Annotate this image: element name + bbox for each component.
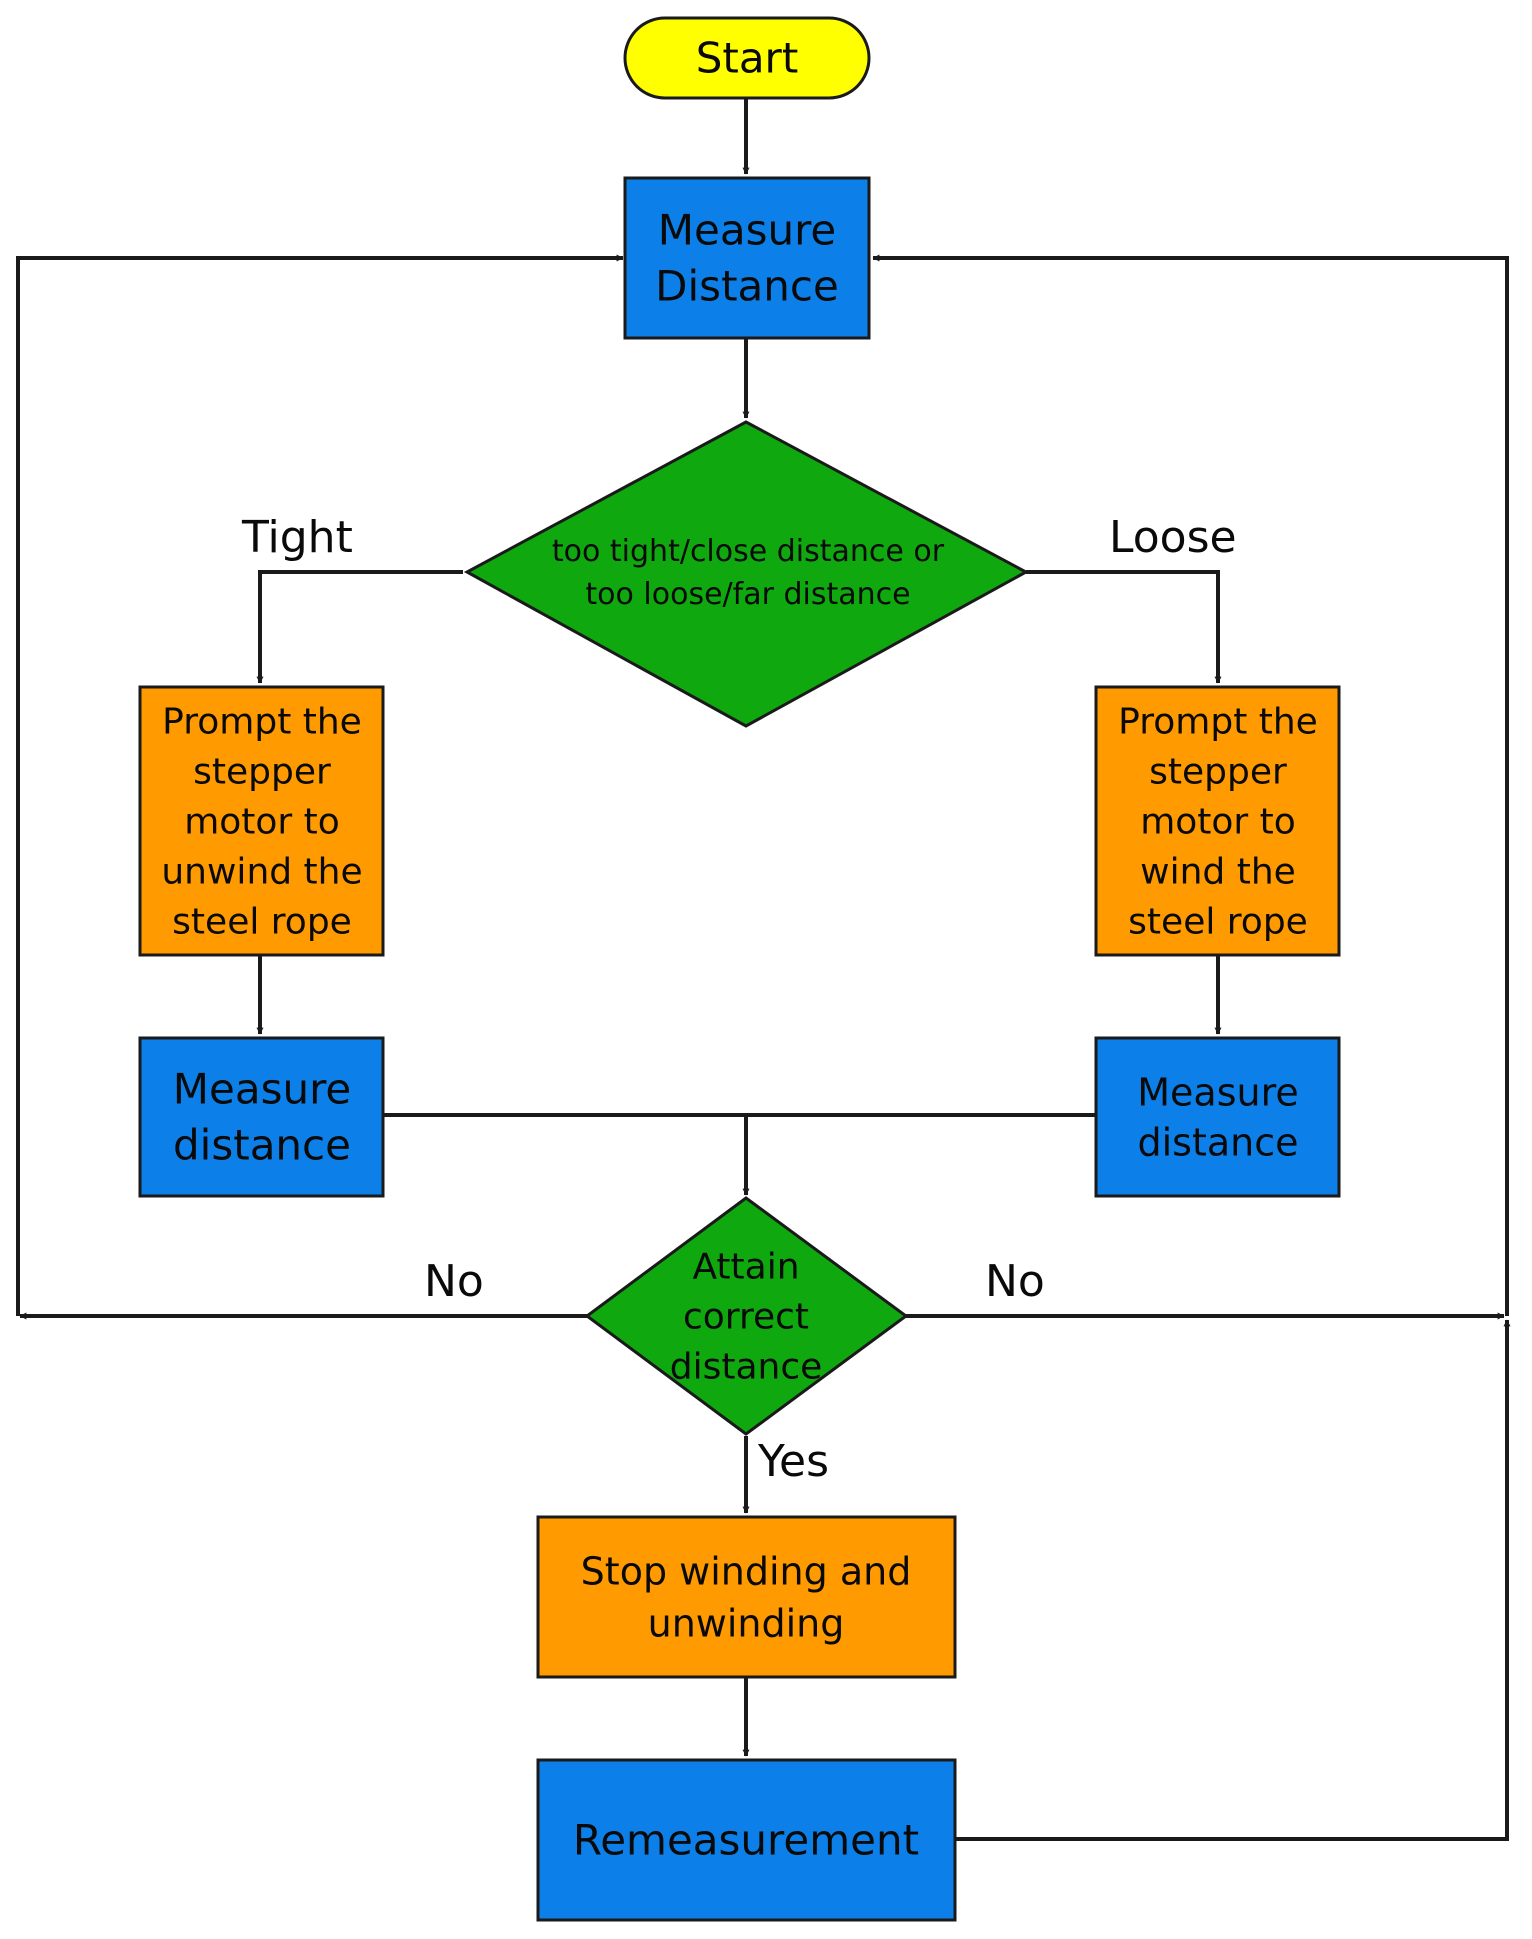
label-line: steel rope — [1128, 902, 1308, 943]
prompt-wind-label: Prompt the stepper motor to wind the steel r… — [1118, 702, 1318, 943]
prompt-unwind-box — [138, 685, 385, 957]
start-label: Start — [696, 34, 799, 83]
label-line: Attain — [692, 1247, 799, 1288]
tight-label: Tight — [241, 512, 353, 563]
edge-loose-branch — [1026, 570, 1222, 684]
measure-left-label: Measure distance — [173, 1065, 352, 1170]
correct-decision-diamond — [584, 1196, 909, 1436]
label-line: wind the — [1140, 852, 1296, 893]
remeasurement-label: Remeasurement — [573, 1816, 919, 1865]
label-line: too tight/close distance or — [552, 534, 945, 569]
label-line: Distance — [655, 262, 839, 311]
label-line: stepper — [193, 752, 331, 793]
remeasurement-box — [536, 1758, 957, 1922]
edge-remeasure-loop — [955, 1319, 1511, 1841]
label-line: correct — [683, 1297, 809, 1338]
measure-right-node: Measure distance — [1094, 1036, 1341, 1198]
prompt-unwind-label: Prompt the stepper motor to unwind the steel… — [161, 702, 362, 943]
label-line: distance — [173, 1121, 351, 1170]
label-line: Stop winding and — [581, 1549, 912, 1593]
stop-winding-box — [536, 1515, 957, 1679]
connectors — [16, 98, 1511, 1841]
edge-no-right-loop — [872, 254, 1509, 1316]
label-line: distance — [670, 1347, 823, 1388]
label-line: Measure — [658, 206, 837, 255]
measure-right-box — [1094, 1036, 1341, 1198]
label-line: Measure — [1137, 1070, 1299, 1114]
measure-distance-box — [623, 176, 871, 340]
prompt-wind-node: Prompt the stepper motor to wind the steel r… — [1094, 685, 1341, 957]
label-line: stepper — [1149, 752, 1287, 793]
yes-label: Yes — [757, 1436, 829, 1487]
correct-decision-node: Attain correct distance — [584, 1196, 909, 1436]
tension-decision-label: too tight/close distance or too loose/far… — [552, 534, 945, 612]
no-left-label: No — [424, 1256, 484, 1307]
label-line: Prompt the — [162, 702, 362, 743]
tension-decision-node: too tight/close distance or too loose/far… — [463, 420, 1030, 728]
label-line: motor to — [1140, 802, 1296, 843]
label-line: Start — [696, 34, 799, 83]
label-line: unwind the — [161, 852, 362, 893]
label-line: steel rope — [172, 902, 352, 943]
edge-labels: Tight Loose No No Yes — [241, 512, 1237, 1487]
loose-label: Loose — [1109, 512, 1237, 563]
stop-winding-label: Stop winding and unwinding — [581, 1549, 912, 1645]
remeasurement-node: Remeasurement — [536, 1758, 957, 1922]
correct-decision-label: Attain correct distance — [670, 1247, 823, 1388]
label-line: Prompt the — [1118, 702, 1318, 743]
measure-left-box — [138, 1036, 385, 1198]
label-line: motor to — [184, 802, 340, 843]
prompt-unwind-node: Prompt the stepper motor to unwind the steel… — [138, 685, 385, 957]
measure-right-label: Measure distance — [1137, 1070, 1299, 1164]
label-line: unwinding — [648, 1601, 845, 1645]
no-right-label: No — [985, 1256, 1045, 1307]
start-node: Start — [623, 16, 871, 100]
measure-left-node: Measure distance — [138, 1036, 385, 1198]
label-line: distance — [1137, 1120, 1298, 1164]
label-line: too loose/far distance — [585, 577, 910, 612]
label-line: Remeasurement — [573, 1816, 919, 1865]
edge-no-left-loop — [16, 254, 624, 1316]
tension-decision-diamond — [463, 420, 1030, 728]
edge-tight-branch — [256, 570, 463, 684]
prompt-wind-box — [1094, 685, 1341, 957]
stop-winding-node: Stop winding and unwinding — [536, 1515, 957, 1679]
start-terminal — [623, 16, 871, 100]
label-line: Measure — [173, 1065, 352, 1114]
